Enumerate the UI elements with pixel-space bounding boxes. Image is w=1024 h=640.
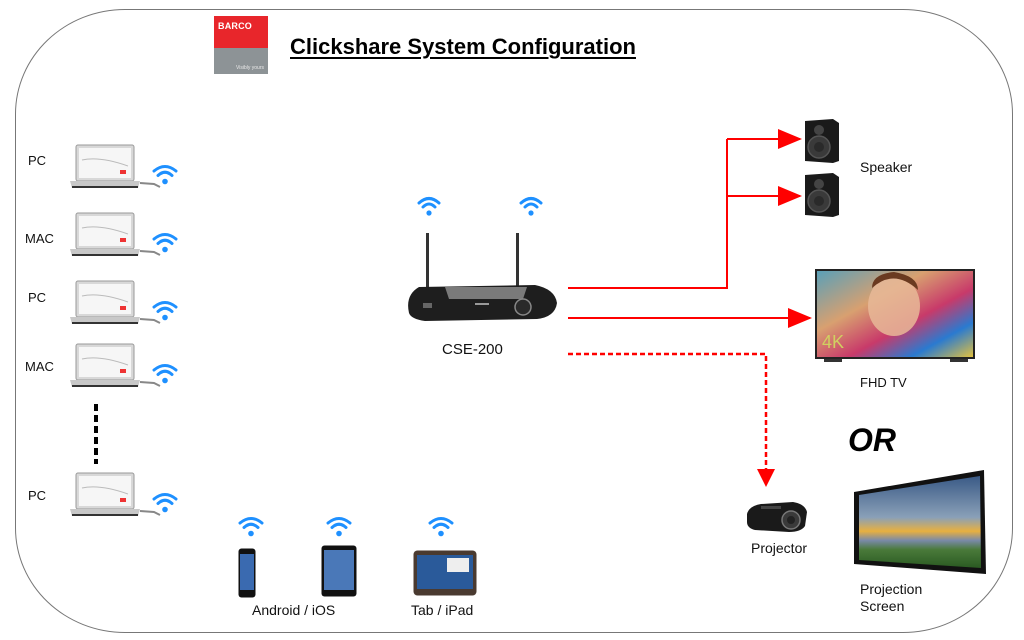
mobile-label-android-ios: Android / iOS	[252, 602, 336, 618]
router-icon	[408, 197, 557, 321]
phone-icon	[238, 548, 256, 598]
page-title: Clickshare System Configuration	[290, 34, 636, 59]
logo-tagline: Visibly yours	[236, 65, 264, 71]
client-label: MAC	[25, 231, 54, 246]
barco-logo: BARCO Visibly yours	[214, 16, 268, 74]
wifi-icon	[238, 517, 264, 537]
speaker-connector	[568, 139, 728, 289]
laptop-icon	[70, 212, 161, 256]
diagram-frame	[15, 9, 1013, 633]
projection-screen-label: Projection Screen	[860, 581, 922, 615]
projection-screen-label-line2: Screen	[860, 598, 905, 614]
tablet-landscape-icon	[413, 550, 477, 596]
wifi-icon	[152, 493, 178, 513]
logo-brand: BARCO	[218, 21, 252, 31]
more-clients-ellipsis	[94, 404, 98, 464]
tv-label: FHD TV	[860, 375, 907, 390]
projector-icon	[747, 502, 807, 532]
speaker-icon	[805, 173, 839, 217]
wifi-icon	[428, 517, 454, 537]
tv-badge: 4K	[822, 332, 844, 352]
wifi-icon	[152, 165, 178, 185]
projection-screen-label-line1: Projection	[860, 581, 923, 597]
speaker-label: Speaker	[860, 159, 913, 175]
base-unit-label: CSE-200	[442, 341, 503, 358]
projection-screen-icon	[854, 470, 986, 574]
tv-icon: 4K	[815, 269, 975, 362]
wifi-icon	[152, 364, 178, 384]
wifi-icon	[152, 233, 178, 253]
client-label: PC	[28, 153, 47, 168]
tablet-icon	[321, 545, 357, 597]
wifi-icon-right	[519, 197, 543, 216]
wifi-icon	[326, 517, 352, 537]
client-label: MAC	[25, 359, 54, 374]
projector-arrowhead	[757, 469, 775, 487]
projector-label: Projector	[751, 540, 808, 556]
laptop-icon	[70, 343, 161, 387]
speaker-icon	[805, 119, 839, 163]
client-label: PC	[28, 488, 47, 503]
client-label: PC	[28, 290, 47, 305]
laptop-icon	[70, 144, 161, 188]
laptop-icon	[70, 472, 161, 516]
laptop-icon	[70, 280, 161, 324]
or-separator: OR	[848, 422, 896, 458]
wifi-icon-left	[417, 197, 441, 216]
mobile-label-tab-ipad: Tab / iPad	[411, 602, 474, 618]
projector-connector	[568, 352, 768, 472]
wifi-icon	[152, 301, 178, 321]
